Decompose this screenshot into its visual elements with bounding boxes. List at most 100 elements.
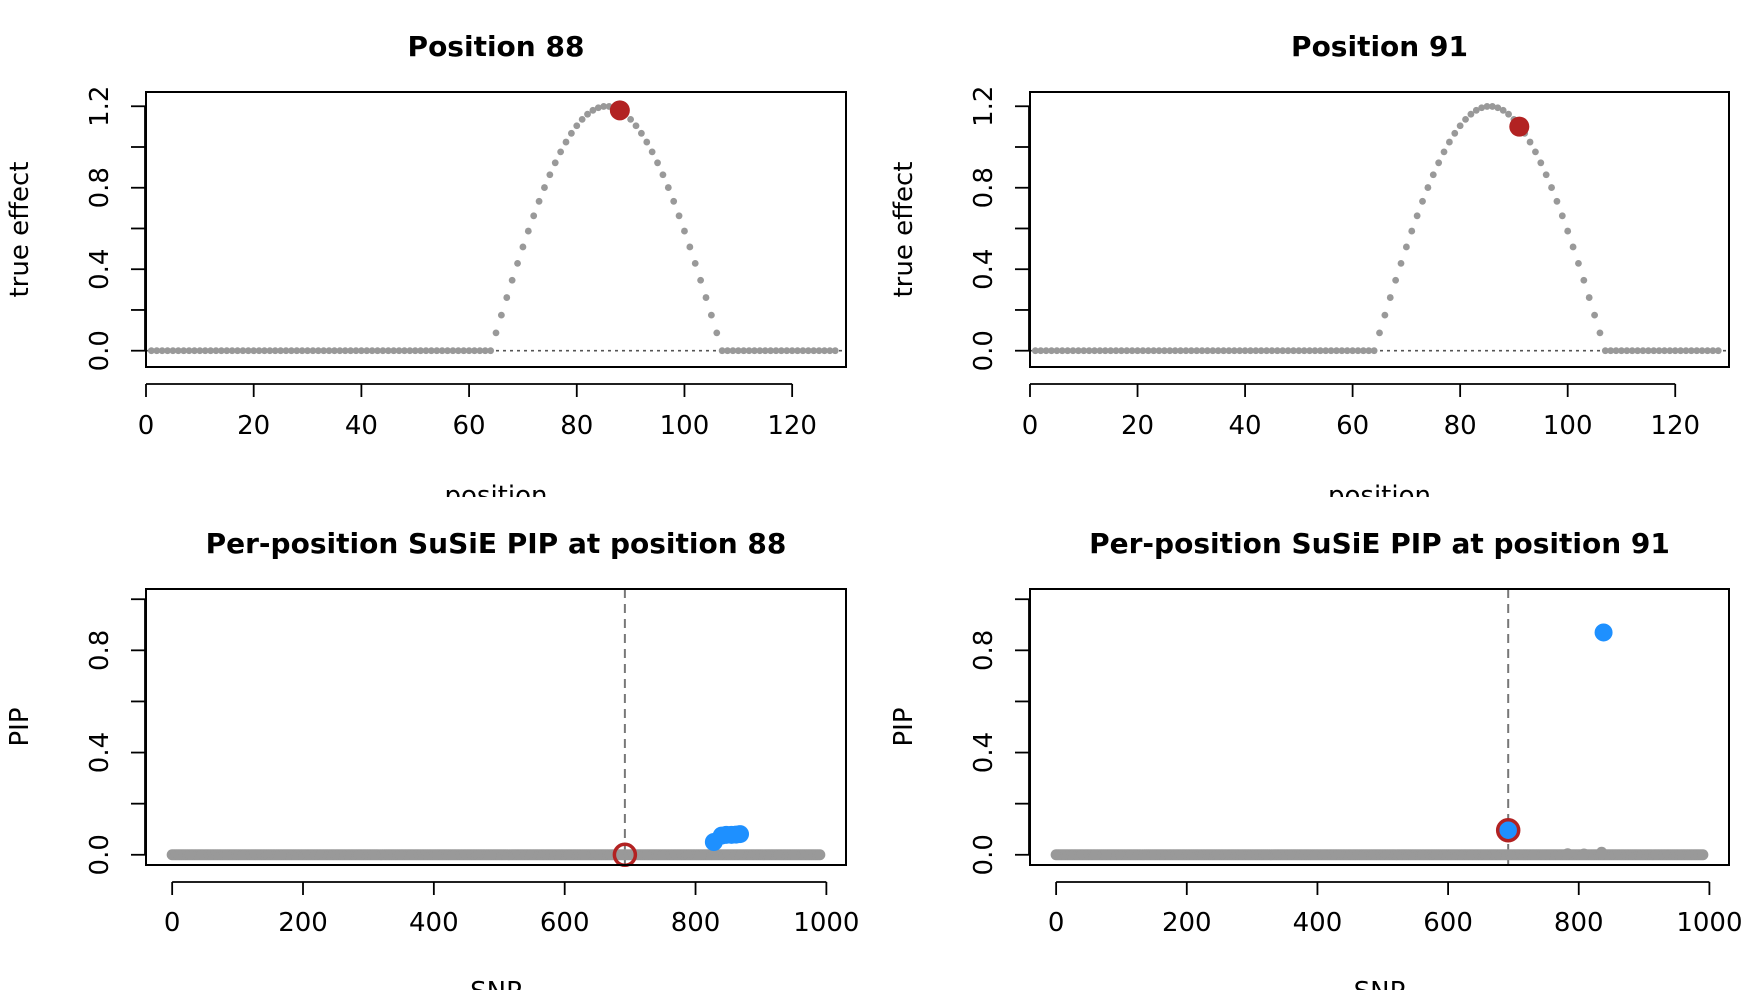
effect-point (1214, 347, 1222, 355)
effect-point (1069, 347, 1077, 355)
effect-point (239, 347, 247, 355)
x-tick-label: 120 (767, 411, 817, 441)
effect-point (783, 347, 791, 355)
effect-point (1698, 347, 1706, 355)
effect-point (1220, 347, 1227, 355)
effect-point (1343, 347, 1351, 355)
effect-point (444, 347, 451, 355)
effect-point (1182, 347, 1190, 355)
highlight-point (1509, 116, 1530, 137)
effect-point (772, 347, 780, 355)
effect-point (352, 347, 360, 355)
effect-point (573, 122, 581, 130)
effect-point (1204, 347, 1211, 355)
effect-point (1241, 347, 1249, 355)
effect-point (471, 347, 478, 355)
effect-point (1569, 243, 1577, 251)
effect-point (1467, 110, 1475, 118)
effect-point (589, 106, 597, 114)
y-tick-label: 1.2 (969, 86, 999, 127)
effect-point (1354, 347, 1362, 355)
effect-point (1134, 347, 1141, 355)
effect-point (734, 347, 742, 355)
effect-point (1096, 347, 1104, 355)
effect-point (497, 311, 505, 319)
effect-point (594, 104, 602, 112)
y-tick-label: 0.8 (85, 167, 115, 208)
effect-point (331, 347, 338, 355)
effect-point (1273, 347, 1281, 355)
effect-point (174, 347, 182, 355)
x-tick-label: 80 (1444, 411, 1477, 441)
effect-point (1268, 347, 1276, 355)
x-tick-label: 200 (1162, 908, 1212, 938)
panel-title: Per-position SuSiE PIP at position 91 (1089, 527, 1670, 560)
effect-point (1112, 347, 1120, 355)
effect-point (541, 184, 548, 191)
effect-point (207, 347, 215, 355)
effect-point (277, 347, 285, 355)
effect-point (147, 347, 155, 355)
effect-point (1575, 259, 1582, 267)
effect-point (1257, 347, 1265, 355)
effect-point (1031, 347, 1039, 355)
effect-point (1483, 103, 1491, 110)
effect-point (438, 347, 446, 355)
y-tick-label: 0.8 (969, 167, 999, 208)
effect-point (293, 347, 301, 355)
effect-point (503, 294, 511, 301)
effect-point (169, 347, 177, 355)
effect-point (1628, 347, 1636, 355)
x-axis-label: SNP (470, 977, 522, 990)
effect-point (1128, 347, 1136, 355)
effect-point (298, 347, 306, 355)
effect-point (1230, 347, 1238, 355)
effect-point (1634, 347, 1641, 355)
effect-point (1042, 347, 1050, 355)
pip-point (1562, 848, 1574, 860)
y-tick-label: 0.0 (969, 330, 999, 371)
effect-point (1601, 347, 1609, 355)
effect-point (1311, 347, 1319, 355)
effect-point (1300, 347, 1308, 355)
effect-point (546, 171, 554, 179)
pip-point (1578, 848, 1590, 860)
effect-point (745, 347, 753, 355)
x-tick-label: 600 (1423, 908, 1473, 938)
effect-point (707, 311, 715, 319)
x-tick-label: 0 (138, 411, 155, 441)
effect-point (309, 347, 317, 355)
effect-point (557, 148, 565, 156)
effect-point (1489, 103, 1496, 110)
effect-point (1279, 347, 1287, 355)
effect-point (417, 347, 425, 355)
effect-point (1526, 138, 1534, 146)
effect-point (282, 347, 290, 355)
effect-point (1123, 347, 1131, 355)
effect-point (1661, 347, 1668, 355)
effect-point (578, 115, 586, 123)
x-tick-label: 0 (164, 908, 181, 938)
y-tick-label: 0.8 (969, 630, 999, 671)
effect-point (562, 138, 570, 146)
effect-point (395, 347, 403, 355)
effect-point (1472, 106, 1480, 114)
effect-point (217, 347, 225, 355)
effect-point (1058, 347, 1066, 355)
y-tick-label: 0.4 (85, 732, 115, 773)
y-tick-label: 0.8 (85, 630, 115, 671)
effect-point (815, 347, 823, 355)
effect-point (1612, 347, 1620, 355)
effect-point (681, 227, 688, 235)
effect-point (427, 347, 435, 355)
effect-point (1709, 347, 1717, 355)
x-tick-label: 120 (1650, 411, 1700, 441)
y-tick-label: 0.4 (969, 249, 999, 290)
effect-point (1177, 347, 1184, 355)
effect-point (799, 347, 807, 355)
effect-point (487, 347, 495, 355)
effect-point (1548, 184, 1555, 191)
effect-point (1623, 347, 1631, 355)
